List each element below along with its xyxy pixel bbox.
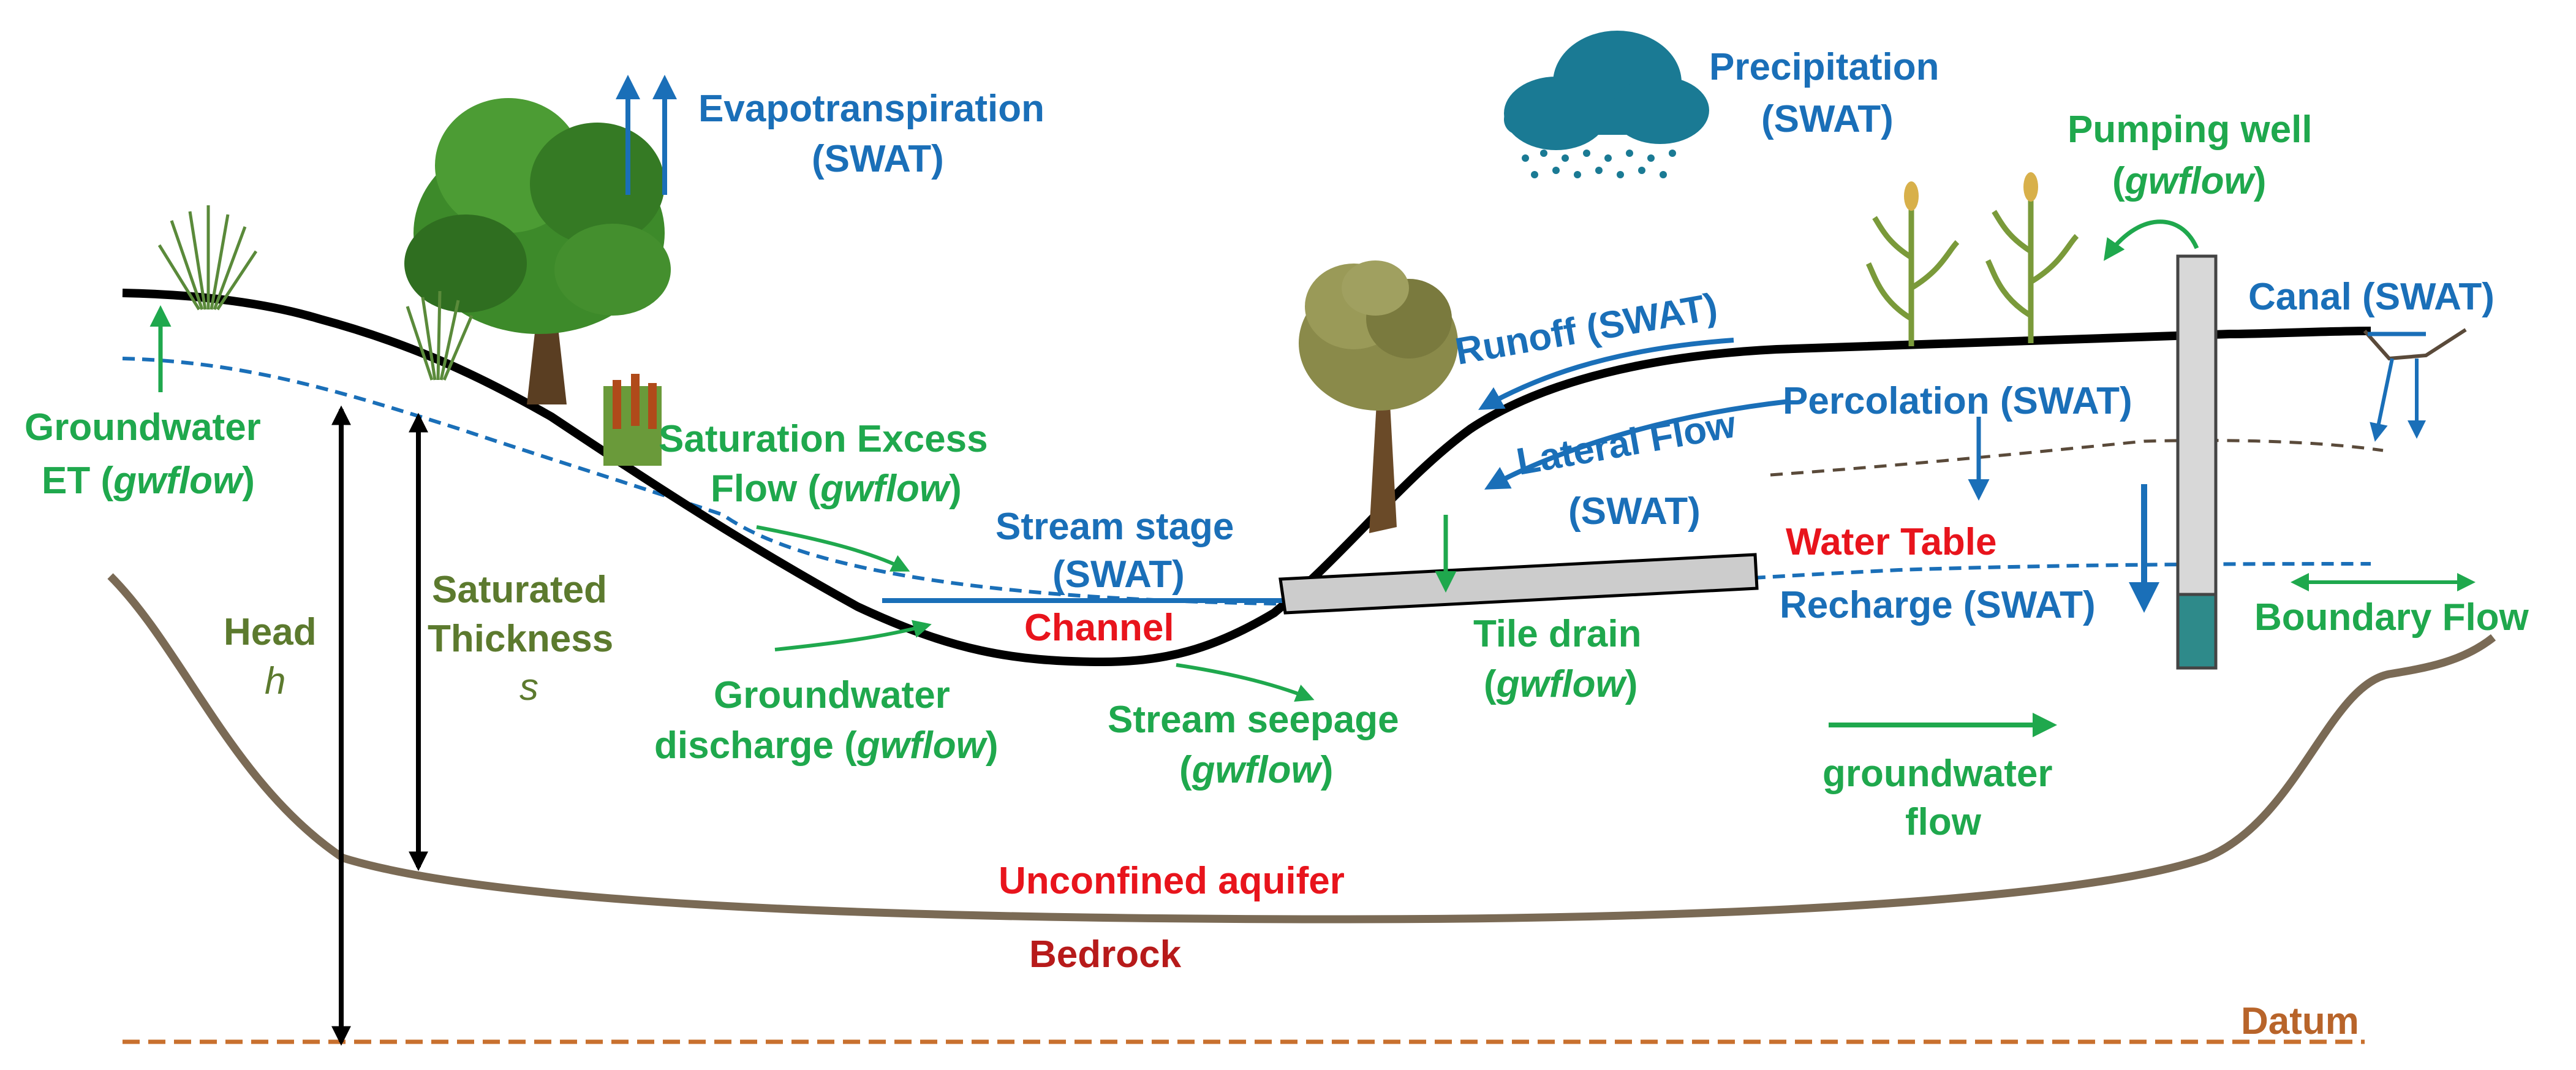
datum-label: Datum <box>2241 1000 2359 1042</box>
cloud-rain-icon <box>1504 31 1709 178</box>
groundwater-et-source: ET (gwflow) <box>42 460 255 502</box>
runoff-arrow <box>1478 338 1734 410</box>
water-table-label: Water Table <box>1786 521 1997 563</box>
stream-seepage-arrow <box>1176 663 1315 702</box>
precipitation-source: (SWAT) <box>1761 98 1894 140</box>
head-symbol: h <box>265 660 285 702</box>
stream-stage-source: (SWAT) <box>1052 553 1185 596</box>
gw-discharge-source: discharge (gwflow) <box>654 724 999 767</box>
pumping-well-arrow <box>2104 219 2199 261</box>
tile-drain-pipe <box>1279 553 1759 615</box>
head-label: Head <box>224 611 317 653</box>
tile-drain-source: (gwflow) <box>1484 663 1637 705</box>
saturation-excess-label: Saturation Excess <box>659 418 988 460</box>
pumping-well-label: Pumping well <box>2068 108 2313 151</box>
tile-drain-label: Tile drain <box>1473 613 1642 655</box>
tree-icon <box>404 98 671 404</box>
channel-label: Channel <box>1024 607 1174 649</box>
recharge-label: Recharge (SWAT) <box>1780 584 2096 626</box>
well-icon <box>2176 254 2218 670</box>
gw-discharge-label: Groundwater <box>714 674 950 716</box>
saturation-excess-arrow <box>756 525 910 572</box>
tree-icon <box>1299 260 1458 533</box>
saturation-excess-source: Flow (gwflow) <box>711 468 962 510</box>
boundary-flow-label: Boundary Flow <box>2254 596 2529 639</box>
evapotranspiration-source: (SWAT) <box>812 138 944 180</box>
lateral-flow-label: Lateral Flow <box>1513 403 1739 484</box>
groundwater-flow-label: groundwater <box>1822 753 2052 795</box>
grass-icon <box>406 290 474 381</box>
land-surface <box>122 289 2371 666</box>
lateral-flow-source: (SWAT) <box>1568 490 1701 533</box>
corn-icon <box>1904 172 2038 211</box>
unconfined-aquifer-label: Unconfined aquifer <box>999 860 1345 902</box>
saturated-label: Saturated <box>432 569 607 611</box>
thickness-label: Thickness <box>428 618 613 660</box>
cattail-icon <box>603 374 662 466</box>
precipitation-label: Precipitation <box>1709 46 1940 88</box>
canal-label: Canal (SWAT) <box>2248 276 2495 318</box>
grass-icon <box>157 205 258 311</box>
canal <box>2363 328 2467 361</box>
stream-seepage-label: Stream seepage <box>1108 699 1399 741</box>
canal-seepage-arrow <box>2370 358 2394 442</box>
thickness-symbol: s <box>519 666 538 708</box>
groundwater-flow-label-2: flow <box>1905 801 1982 843</box>
bedrock-label: Bedrock <box>1029 933 1182 976</box>
water-table <box>122 357 2371 606</box>
lateral-flow-arrow <box>1484 399 1789 490</box>
gw-discharge-arrow <box>774 620 932 651</box>
percolation-label: Percolation (SWAT) <box>1783 380 2132 422</box>
stream-stage-label: Stream stage <box>995 506 1234 548</box>
stream-seepage-source: (gwflow) <box>1179 749 1333 791</box>
pumping-well-source: (gwflow) <box>2112 160 2266 202</box>
soil-layer-line <box>1770 439 2384 477</box>
evapotranspiration-label: Evapotranspiration <box>698 88 1044 130</box>
corn-icon <box>1865 196 2079 346</box>
groundwater-et-label: Groundwater <box>25 406 261 449</box>
